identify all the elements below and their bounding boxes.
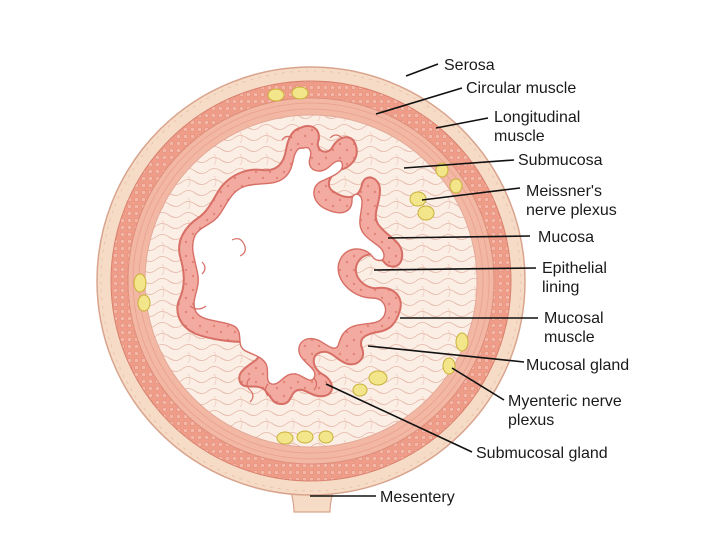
label-myenteric-line2: plexus xyxy=(508,411,554,430)
label-circular-muscle: Circular muscle xyxy=(466,79,576,98)
label-mucosal-muscle-line1: Mucosal xyxy=(544,309,604,328)
label-meissners-line1: Meissner's xyxy=(526,182,602,201)
label-submucosa: Submucosa xyxy=(518,151,603,170)
label-epithelial-line1: Epithelial xyxy=(542,259,607,278)
label-mucosal-gland: Mucosal gland xyxy=(526,356,629,375)
label-submucosal-gland: Submucosal gland xyxy=(476,444,608,463)
label-meissners-line2: nerve plexus xyxy=(526,201,617,220)
label-serosa: Serosa xyxy=(444,56,495,75)
label-mucosa: Mucosa xyxy=(538,228,594,247)
label-myenteric-line1: Myenteric nerve xyxy=(508,392,622,411)
label-longitudinal-muscle-line2: muscle xyxy=(494,127,545,146)
label-mucosal-muscle-line2: muscle xyxy=(544,328,595,347)
label-longitudinal-muscle-line1: Longitudinal xyxy=(494,108,580,127)
label-epithelial-line2: lining xyxy=(542,278,579,297)
label-mesentery: Mesentery xyxy=(380,488,455,507)
